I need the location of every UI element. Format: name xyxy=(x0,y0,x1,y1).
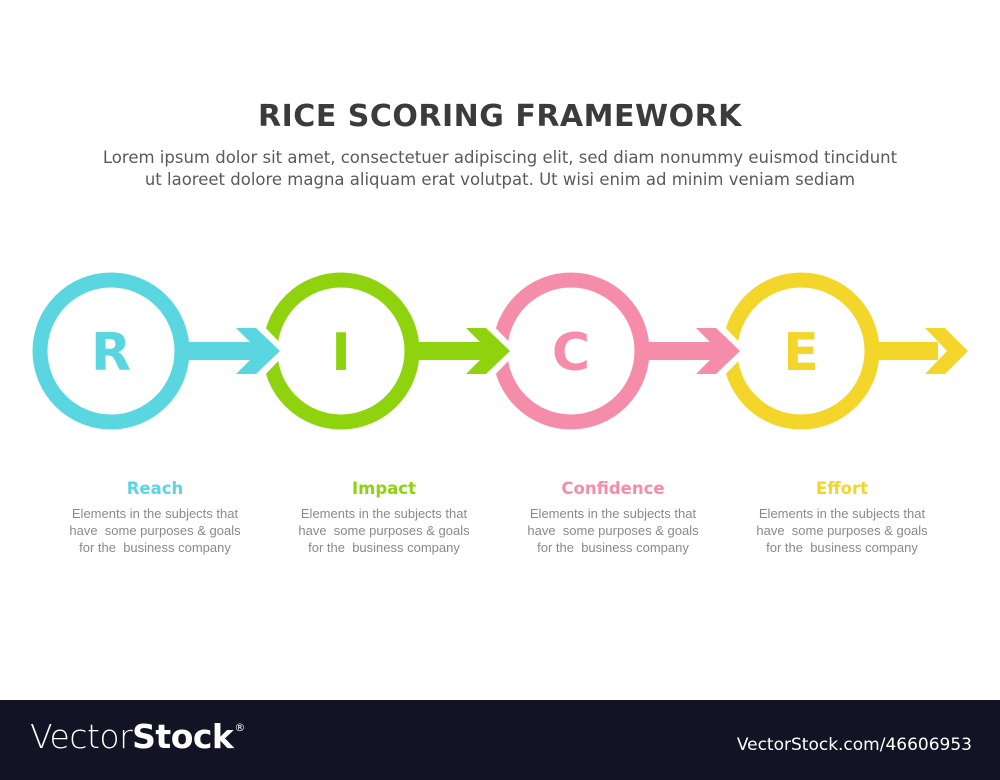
page-title: RICE SCORING FRAMEWORK xyxy=(258,99,742,134)
step-reach-text: Reach Elements in the subjects that have… xyxy=(45,477,265,556)
subtitle-line-2: ut laoreet dolore magna aliquam erat vol… xyxy=(144,170,856,189)
brand-logo-bold: Stock xyxy=(132,717,234,756)
image-url-link[interactable]: VectorStock.com/46606953 xyxy=(736,735,972,755)
page-subtitle: Lorem ipsum dolor sit amet, consectetuer… xyxy=(0,147,1000,191)
step-effort-text: Effort Elements in the subjects that hav… xyxy=(732,477,952,556)
reach-circle xyxy=(32,272,190,430)
registered-mark-icon: ® xyxy=(234,721,245,734)
step-effort-node: E xyxy=(690,272,968,430)
footer-bar: VectorStock® VectorStock.com/46606953 xyxy=(0,700,1000,780)
confidence-letter: C xyxy=(552,323,590,383)
step-impact-description: Elements in the subjects that have some … xyxy=(298,506,470,555)
step-impact-text: Impact Elements in the subjects that hav… xyxy=(274,477,494,556)
brand-logo-light: Vector xyxy=(30,717,133,756)
reach-letter: R xyxy=(91,323,131,383)
arrow-right-icon xyxy=(876,328,968,374)
step-confidence-text: Confidence Elements in the subjects that… xyxy=(503,477,723,556)
step-confidence-node: C xyxy=(460,272,740,430)
effort-letter: E xyxy=(783,323,819,383)
impact-letter: I xyxy=(331,323,350,383)
subtitle-line-1: Lorem ipsum dolor sit amet, consectetuer… xyxy=(102,148,898,167)
step-impact-label: Impact xyxy=(352,479,416,498)
step-reach-description: Elements in the subjects that have some … xyxy=(69,506,241,555)
step-confidence-label: Confidence xyxy=(561,479,665,498)
brand-logo[interactable]: VectorStock® xyxy=(30,717,245,756)
step-effort-label: Effort xyxy=(816,479,868,498)
step-reach-label: Reach xyxy=(126,479,184,498)
rice-flow-diagram: R I C E xyxy=(32,272,968,430)
step-effort-description: Elements in the subjects that have some … xyxy=(756,506,928,555)
step-confidence-description: Elements in the subjects that have some … xyxy=(527,506,699,555)
